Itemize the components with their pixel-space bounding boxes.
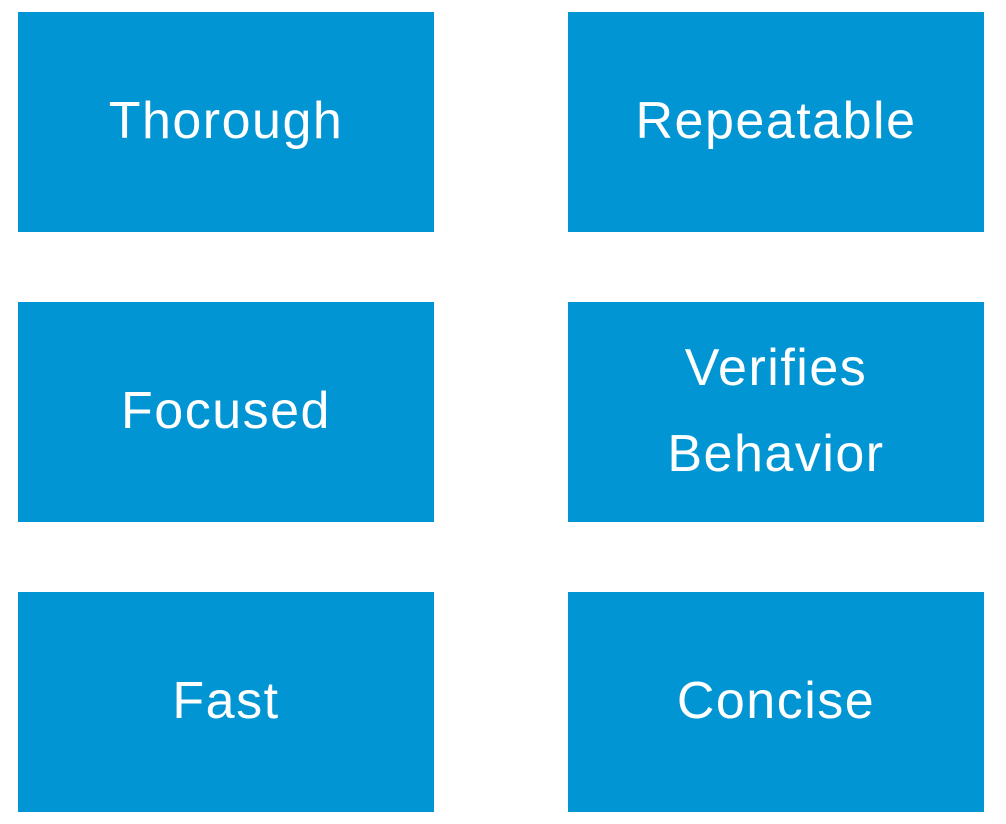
attribute-grid: Thorough Repeatable Focused Verifies Beh…	[18, 12, 984, 812]
tile-label: Repeatable	[635, 92, 917, 151]
tile-verifies-behavior: Verifies Behavior	[568, 302, 984, 522]
tile-label: Focused	[121, 382, 331, 441]
tile-focused: Focused	[18, 302, 434, 522]
tile-thorough: Thorough	[18, 12, 434, 232]
tile-concise: Concise	[568, 592, 984, 812]
tile-fast: Fast	[18, 592, 434, 812]
tile-repeatable: Repeatable	[568, 12, 984, 232]
tile-label: Thorough	[108, 92, 344, 151]
tile-label: Verifies Behavior	[667, 339, 885, 483]
tile-label: Concise	[676, 672, 876, 731]
tile-label: Fast	[172, 672, 280, 731]
